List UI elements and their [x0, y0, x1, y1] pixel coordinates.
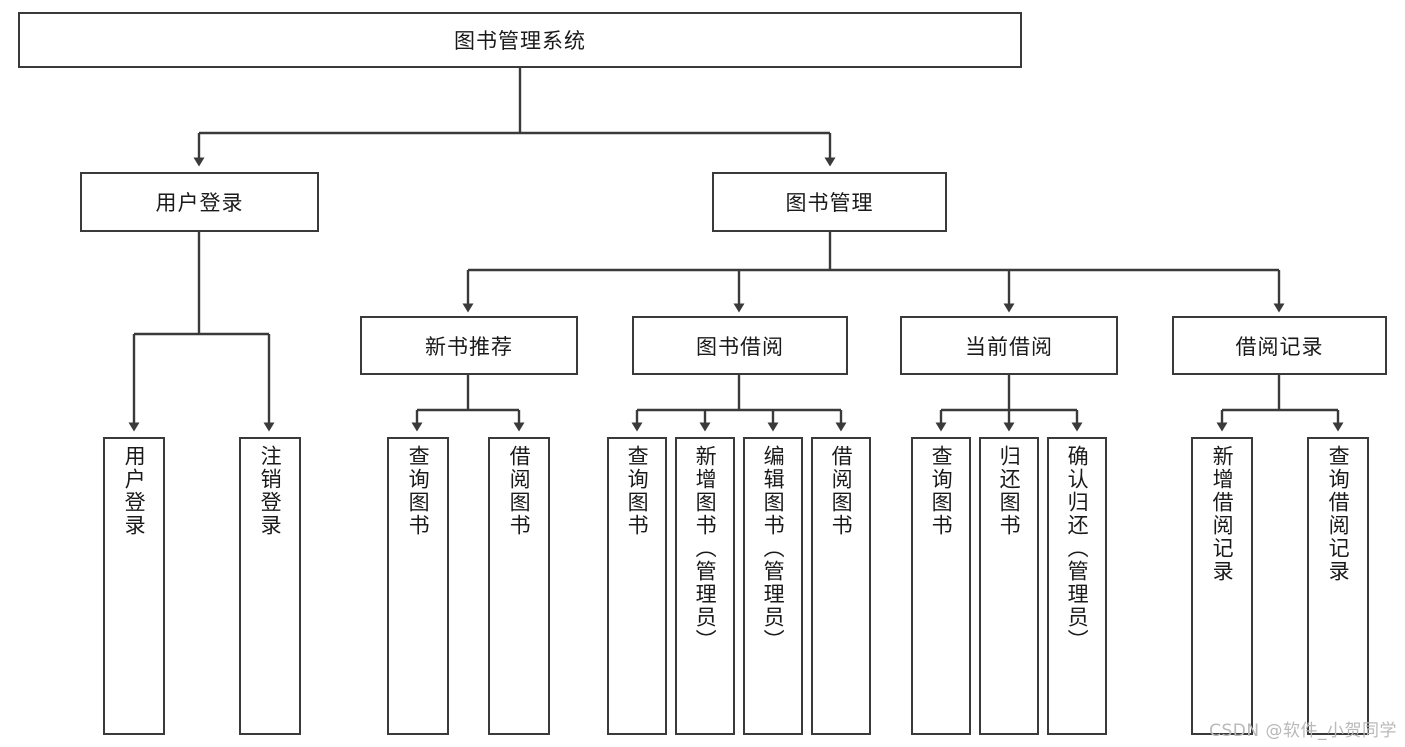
node-label: 用户登录 [155, 191, 244, 215]
leaf-return-book[interactable]: 归还图书 [979, 437, 1039, 735]
node-label: 注销登录 [258, 445, 283, 537]
leaf-add-borrow-record[interactable]: 新增借阅记录 [1191, 437, 1253, 735]
leaf-borrow-book[interactable]: 借阅图书 [811, 437, 871, 735]
node-label: 图书借阅 [696, 334, 784, 359]
node-label: 新增图书（管理员） [693, 445, 718, 652]
leaf-borrow-book-recommend[interactable]: 借阅图书 [488, 437, 550, 735]
node-label: 当前借阅 [965, 334, 1053, 359]
node-label: 借阅记录 [1235, 334, 1324, 359]
node-label: 查询图书 [406, 445, 431, 537]
node-label: 查询图书 [625, 445, 650, 537]
node-label: 图书管理系统 [454, 29, 586, 53]
node-label: 归还图书 [997, 445, 1022, 537]
node-root-system[interactable]: 图书管理系统 [18, 12, 1022, 68]
leaf-query-book-recommend[interactable]: 查询图书 [387, 437, 449, 735]
leaf-add-book-admin[interactable]: 新增图书（管理员） [675, 437, 735, 735]
node-borrow-record[interactable]: 借阅记录 [1172, 316, 1387, 375]
node-label: 新书推荐 [425, 334, 513, 359]
node-label: 借阅图书 [507, 445, 532, 537]
node-label: 编辑图书（管理员） [761, 445, 786, 652]
leaf-query-book-current[interactable]: 查询图书 [911, 437, 971, 735]
leaf-query-book-borrow[interactable]: 查询图书 [607, 437, 667, 735]
node-label: 用户登录 [122, 445, 147, 537]
node-label: 查询借阅记录 [1326, 445, 1351, 583]
leaf-user-login[interactable]: 用户登录 [103, 437, 165, 735]
node-new-book-recommend[interactable]: 新书推荐 [360, 316, 578, 375]
watermark: CSDN @软件_小贺同学 [1209, 721, 1397, 741]
leaf-edit-book-admin[interactable]: 编辑图书（管理员） [743, 437, 803, 735]
node-label: 查询图书 [929, 445, 954, 537]
node-book-management[interactable]: 图书管理 [712, 172, 947, 232]
node-label: 图书管理 [785, 191, 874, 215]
leaf-query-borrow-record[interactable]: 查询借阅记录 [1307, 437, 1369, 735]
node-label: 新增借阅记录 [1210, 445, 1235, 583]
node-label: 借阅图书 [829, 445, 854, 537]
leaf-logout[interactable]: 注销登录 [239, 437, 301, 735]
node-current-borrow[interactable]: 当前借阅 [900, 316, 1118, 375]
node-label: 确认归还（管理员） [1065, 445, 1090, 652]
node-book-borrow[interactable]: 图书借阅 [632, 316, 848, 375]
node-user-login[interactable]: 用户登录 [80, 172, 319, 232]
leaf-confirm-return-admin[interactable]: 确认归还（管理员） [1047, 437, 1107, 735]
